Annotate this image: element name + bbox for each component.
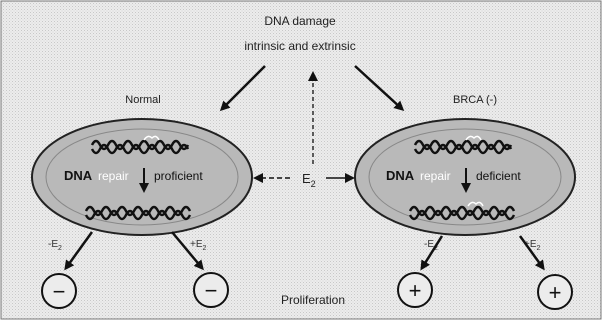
- outcome-left-b-circle: [193, 272, 229, 308]
- arrow-damage-to-normal: [219, 65, 266, 112]
- right-plus-e2-label: +E2: [524, 239, 541, 252]
- outcome-right-b: +: [537, 274, 573, 310]
- arrow-left-a: [64, 231, 94, 271]
- e2-label: E2: [302, 171, 316, 189]
- proliferation-label: Proliferation: [281, 293, 345, 307]
- normal-dna-strand-bottom-2: [84, 209, 192, 221]
- brca-dna-break-icon: [465, 135, 482, 141]
- brca-dna-label: DNA: [386, 168, 415, 183]
- normal-cell: DNA repair proficient: [31, 118, 253, 236]
- normal-repair-label: repair: [98, 169, 129, 183]
- outcome-left-a-sign: −: [53, 279, 66, 304]
- normal-cell-nucleus: [45, 128, 239, 226]
- title-line-1: DNA damage: [264, 14, 336, 28]
- normal-dna-strand-bottom: [84, 205, 192, 217]
- brca-cell-label: BRCA (-): [453, 94, 497, 106]
- brca-cell: DNA repair deficient: [354, 118, 576, 236]
- normal-dna-break-icon: [143, 135, 160, 141]
- brca-dna-strand-bottom-2: [408, 209, 516, 221]
- brca-deficient-label: deficient: [476, 169, 521, 183]
- left-minus-e2-label: -E2: [48, 239, 62, 252]
- brca-dna-strand-bottom: [408, 205, 516, 217]
- outcome-left-a: −: [41, 273, 77, 309]
- normal-cell-body: [31, 118, 253, 236]
- outcome-left-a-circle: [41, 273, 77, 309]
- arrow-left-b: [171, 231, 204, 271]
- e2-subscript: 2: [311, 179, 316, 189]
- left-plus-e2-label: +E2: [190, 239, 207, 252]
- brca-dna-strand-top-2: [413, 143, 513, 155]
- arrow-right-b: [518, 235, 545, 271]
- outcome-right-a: +: [397, 272, 433, 308]
- normal-dna-strand-top: [90, 139, 190, 151]
- outcome-left-b-sign: −: [205, 278, 218, 303]
- normal-dna-label: DNA: [64, 168, 93, 183]
- title-line-2: intrinsic and extrinsic: [244, 39, 355, 53]
- right-minus-e2-label: -E2: [424, 239, 438, 252]
- arrow-right-a: [420, 235, 444, 271]
- brca-cell-nucleus: [368, 128, 562, 226]
- outcome-right-a-sign: +: [409, 278, 422, 303]
- brca-dna-break-icon-bottom: [467, 201, 484, 207]
- normal-proficient-label: proficient: [154, 169, 203, 183]
- brca-dna-strand-top: [413, 139, 513, 151]
- outcome-right-a-circle: [397, 272, 433, 308]
- normal-cell-label: Normal: [125, 94, 160, 106]
- normal-dna-strand-top-2: [90, 143, 190, 155]
- brca-repair-label: repair: [420, 169, 451, 183]
- outcome-right-b-circle: [537, 274, 573, 310]
- outcome-right-b-sign: +: [549, 280, 562, 305]
- arrow-damage-to-brca: [354, 65, 405, 112]
- outcome-left-b: −: [193, 272, 229, 308]
